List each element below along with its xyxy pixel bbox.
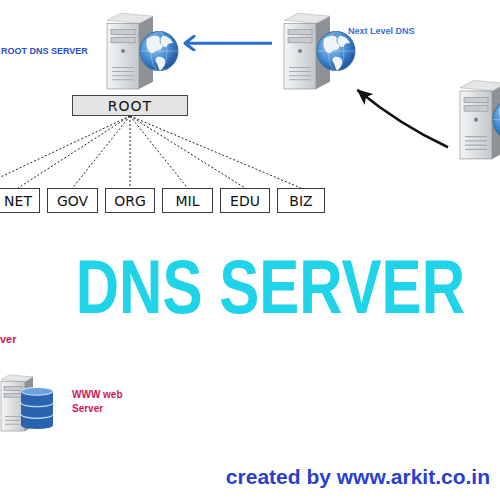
server-icon (448, 75, 500, 160)
web-server: WWW web Server (0, 372, 60, 432)
icon-part (460, 80, 500, 91)
icon-part (493, 99, 500, 139)
icon-part (465, 137, 487, 150)
dns-server: Next Level DNS (272, 8, 362, 90)
icon-part (4, 387, 22, 391)
icon-part (289, 67, 311, 79)
dotted-connector (130, 116, 188, 188)
icon-part (323, 36, 339, 54)
box-label: ORG (114, 193, 146, 209)
icon-part (464, 97, 488, 102)
server-icon (95, 8, 185, 90)
credit-caption: created by www.arkit.co.in (170, 465, 490, 489)
icon-part (111, 30, 135, 35)
domain-box: EDU (220, 188, 270, 213)
icon-part (140, 51, 178, 52)
dotted-connector (73, 116, 131, 188)
root-box: ROOT (72, 95, 188, 116)
icon-part (464, 106, 488, 111)
query-arrow (358, 90, 449, 147)
icon-part (288, 38, 312, 43)
dotted-connector (130, 116, 301, 188)
icon-part (284, 23, 316, 89)
icon-part (5, 417, 21, 425)
box-label: ROOT (108, 98, 152, 114)
icon-part (121, 49, 125, 53)
icon-part (107, 23, 139, 89)
icon-part (21, 411, 53, 419)
query-arrow (185, 42, 272, 45)
web-server-icon (0, 372, 60, 432)
icon-part (317, 32, 355, 71)
cut-off-label: ver (0, 333, 17, 345)
icon-part (156, 57, 166, 71)
domain-box: GOV (47, 188, 98, 213)
icon-part (288, 30, 312, 35)
icon-part (111, 38, 135, 43)
server-label: ROOT DNS SERVER (1, 46, 88, 57)
icon-part (284, 13, 330, 23)
box-label: MIL (175, 193, 199, 209)
icon-part (21, 421, 53, 429)
server-label: WWW web Server (72, 388, 128, 416)
box-label: GOV (57, 193, 88, 209)
server-icon (272, 8, 362, 90)
box-label: BIZ (289, 193, 312, 209)
dotted-connector (130, 116, 245, 188)
icon-part (21, 387, 53, 395)
icon-part (499, 104, 500, 122)
dotted-connector (18, 116, 130, 188)
icon-part (317, 51, 355, 52)
icon-part (146, 36, 162, 54)
icon-part (298, 49, 302, 53)
diagram-title: DNS SERVER (10, 249, 500, 325)
icon-part (21, 399, 53, 407)
icon-part (107, 13, 153, 23)
box-label: NET (4, 193, 32, 209)
server-label: Next Level DNS (348, 26, 415, 37)
box-label: EDU (230, 193, 260, 209)
dotted-connector (130, 116, 131, 188)
domain-box: ORG (105, 188, 155, 213)
icon-part (333, 57, 343, 71)
icon-part (460, 91, 492, 159)
icon-part (112, 67, 134, 79)
icon-part (493, 119, 500, 120)
domain-box: NET (0, 188, 40, 213)
title-text: DNS SERVER (75, 249, 464, 325)
icon-part (474, 118, 478, 122)
icon-part (21, 410, 53, 418)
dns-server (448, 75, 500, 160)
icon-part (1, 375, 33, 382)
icon-part (140, 32, 178, 71)
domain-box: BIZ (277, 188, 325, 213)
icon-part (4, 393, 22, 397)
dotted-leader-line (0, 116, 130, 182)
domain-box: MIL (162, 188, 213, 213)
icon-part (21, 398, 53, 406)
dns-server: ROOT DNS SERVER (95, 8, 185, 90)
